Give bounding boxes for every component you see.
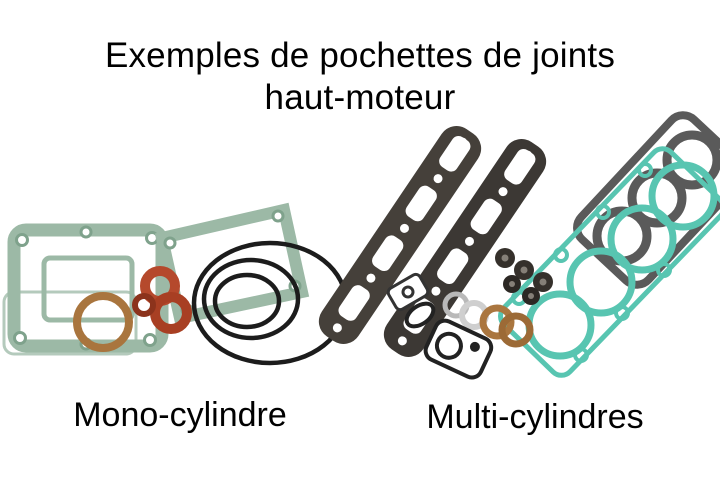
page-title-line1: Exemples de pochettes de joints	[104, 36, 616, 76]
label-mono-cylindre: Mono-cylindre	[73, 396, 287, 434]
mono-cylinder-gasket-kit	[2, 202, 349, 366]
small-gasket-plate	[423, 318, 494, 380]
page-title: Exemples de pochettes de joints haut-mot…	[0, 35, 720, 118]
valve-cover-gasket-1	[318, 126, 482, 344]
page-title-line2: haut-moteur	[264, 77, 456, 117]
washer-rings	[442, 291, 534, 348]
multi-cylinder-gasket-kit	[318, 111, 720, 380]
tiny-gasket-plate	[386, 272, 430, 312]
valve-seals	[495, 248, 553, 305]
label-multi-cylindres: Multi-cylindres	[426, 398, 644, 436]
gray-head-gasket	[573, 111, 720, 289]
small-oval-oring	[404, 301, 436, 329]
